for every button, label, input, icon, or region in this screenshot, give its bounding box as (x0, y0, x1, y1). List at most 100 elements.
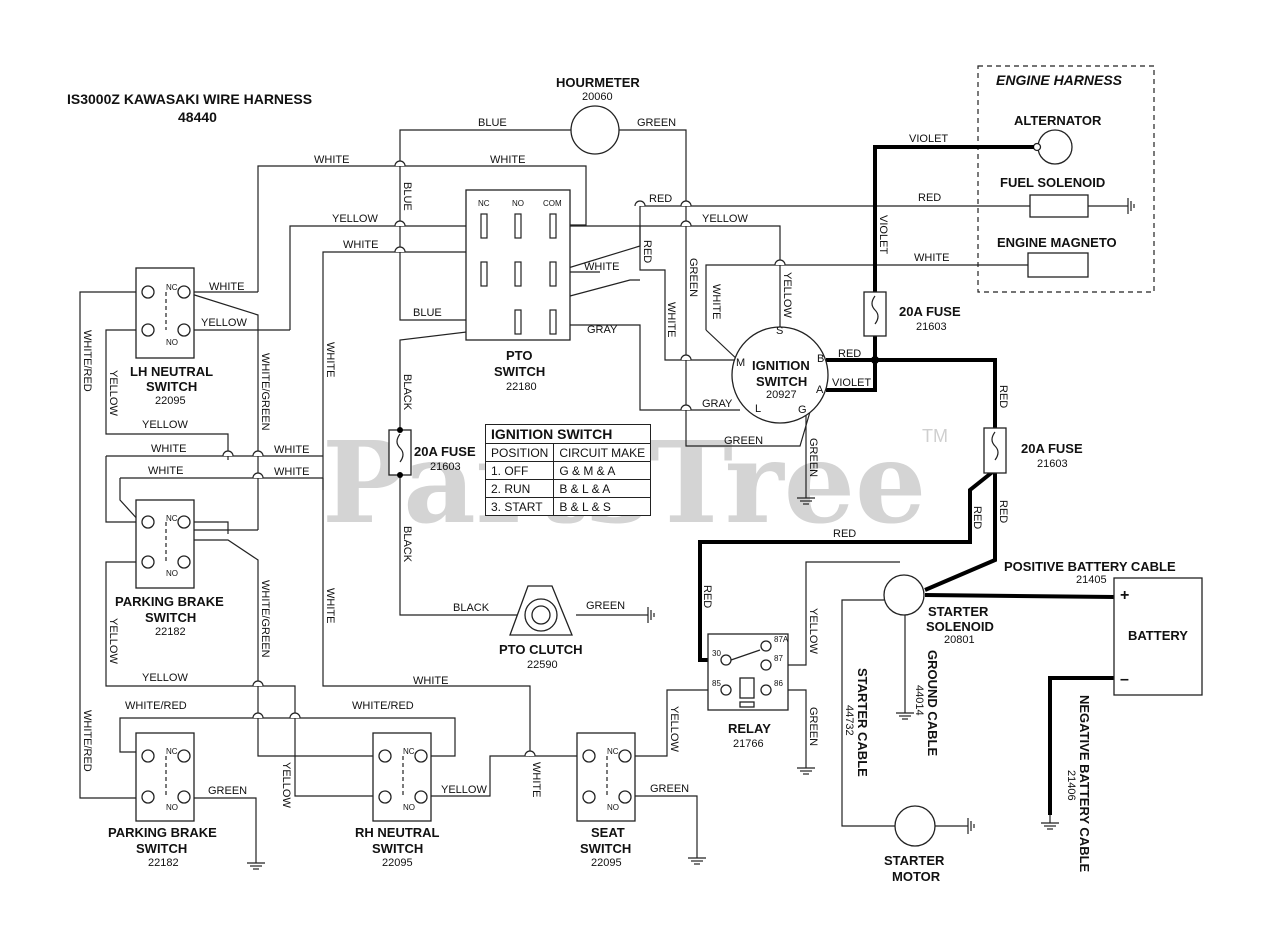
svg-text:WHITE: WHITE (209, 281, 244, 293)
parking-brake-lower-part: 22182 (148, 857, 179, 869)
watermark-tm: TM (922, 426, 948, 446)
ignition-table-header-circuit: CIRCUIT MAKE (553, 443, 652, 462)
alternator-terminal (1032, 142, 1042, 152)
svg-text:WHITE: WHITE (274, 444, 309, 456)
starter-motor-label-2: MOTOR (892, 869, 941, 884)
negative-cable-part: 21406 (1065, 770, 1077, 801)
ground-cable-part: 44014 (913, 685, 925, 716)
svg-text:GRAY: GRAY (587, 324, 618, 336)
engine-magneto (1027, 252, 1089, 278)
pbu-no: NO (166, 569, 178, 578)
fuse-starter (983, 427, 1007, 474)
ignition-switch-table: IGNITION SWITCH POSITION CIRCUIT MAKE 1.… (484, 424, 652, 516)
fuse-pto-label: 20A FUSE (414, 444, 476, 459)
svg-text:YELLOW: YELLOW (142, 419, 188, 431)
parking-brake-switch-lower: NC NO (135, 732, 195, 822)
ground-cable-label: GROUND CABLE (925, 650, 940, 756)
diagram-title: IS3000Z KAWASAKI WIRE HARNESS (67, 91, 312, 107)
svg-text:WHITE: WHITE (914, 252, 949, 264)
svg-text:RED: RED (918, 192, 941, 204)
svg-text:YELLOW: YELLOW (702, 213, 748, 225)
svg-text:BLACK: BLACK (401, 526, 413, 563)
parking-brake-switch-upper: NC NO (135, 499, 195, 589)
fuse-engine-part: 21603 (916, 321, 947, 333)
starter-cable-part: 44732 (843, 705, 855, 736)
pto-clutch-part: 22590 (527, 659, 558, 671)
svg-text:BLUE: BLUE (478, 117, 507, 129)
parking-brake-upper-label-1: PARKING BRAKE (115, 594, 224, 609)
starter-solenoid-label-1: STARTER (928, 604, 989, 619)
svg-text:BLACK: BLACK (401, 374, 413, 411)
svg-text:RED: RED (701, 585, 713, 608)
wire-labels-vertical: BLUE RED GREEN WHITE WHITE YELLOW VIOLET… (81, 182, 1009, 808)
svg-text:WHITE/GREEN: WHITE/GREEN (259, 580, 271, 658)
svg-text:RED: RED (997, 385, 1009, 408)
battery (1113, 577, 1203, 696)
seat-no: NO (607, 803, 619, 812)
pto-switch-label-2: SWITCH (494, 364, 545, 379)
svg-text:YELLOW: YELLOW (807, 608, 819, 654)
fuel-solenoid (1029, 194, 1089, 218)
svg-text:WHITE/RED: WHITE/RED (352, 700, 414, 712)
svg-text:WHITE: WHITE (151, 443, 186, 455)
pto-contacts (480, 213, 557, 335)
ignition-pin-b: B (817, 353, 824, 365)
wire-labels: BLUE GREEN WHITE WHITE YELLOW WHITE RED … (125, 117, 949, 797)
lh-nc: NC (166, 283, 178, 292)
ignition-table-title: IGNITION SWITCH (484, 424, 652, 444)
svg-text:RED: RED (838, 348, 861, 360)
svg-text:WHITE: WHITE (324, 588, 336, 623)
svg-text:YELLOW: YELLOW (441, 784, 487, 796)
relay-pin-30: 30 (712, 649, 721, 658)
ignition-table-cell: B & L & A (553, 479, 652, 498)
lh-neutral-switch: NC NO (135, 267, 195, 359)
ignition-pin-a: A (816, 384, 824, 396)
wire-crossovers (222, 160, 786, 757)
ignition-pin-g: G (798, 404, 807, 416)
svg-text:WHITE/GREEN: WHITE/GREEN (259, 353, 271, 431)
ignition-table-cell: 3. START (484, 497, 555, 516)
ignition-label-1: IGNITION (752, 358, 810, 373)
relay-pin-85: 85 (712, 679, 721, 688)
svg-text:VIOLET: VIOLET (877, 215, 889, 254)
pto-no-label: NO (512, 199, 524, 208)
engine-harness-title: ENGINE HARNESS (996, 72, 1123, 88)
relay-pin-87a: 87A (774, 635, 789, 644)
heavy-wires (698, 145, 1116, 815)
svg-text:WHITE: WHITE (584, 261, 619, 273)
svg-text:GREEN: GREEN (650, 783, 689, 795)
svg-text:RED: RED (649, 193, 672, 205)
hourmeter (570, 105, 620, 155)
hourmeter-part: 20060 (582, 91, 613, 103)
svg-text:GREEN: GREEN (637, 117, 676, 129)
svg-text:GRAY: GRAY (702, 398, 733, 410)
engine-magneto-label: ENGINE MAGNETO (997, 235, 1117, 250)
parking-brake-lower-label-1: PARKING BRAKE (108, 825, 217, 840)
pto-clutch-label: PTO CLUTCH (499, 642, 583, 657)
seat-switch: NC NO (576, 732, 636, 822)
fuse-pto-part: 21603 (430, 461, 461, 473)
starter-cable-label: STARTER CABLE (855, 668, 870, 777)
svg-text:WHITE: WHITE (314, 154, 349, 166)
seat-switch-label-2: SWITCH (580, 841, 631, 856)
pto-nc-label: NC (478, 199, 490, 208)
fuse-pto (388, 427, 412, 478)
svg-text:GREEN: GREEN (586, 600, 625, 612)
svg-text:WHITE: WHITE (148, 465, 183, 477)
svg-text:YELLOW: YELLOW (107, 370, 119, 416)
ignition-table-cell: G & M & A (553, 461, 652, 480)
ignition-pin-l: L (755, 403, 761, 415)
pto-switch-part: 22180 (506, 381, 537, 393)
negative-cable-label: NEGATIVE BATTERY CABLE (1077, 695, 1092, 873)
svg-text:RED: RED (997, 500, 1009, 523)
rh-no: NO (403, 803, 415, 812)
pto-switch-label-1: PTO (506, 348, 533, 363)
ignition-switch (731, 326, 829, 424)
fuse-engine-label: 20A FUSE (899, 304, 961, 319)
seat-nc: NC (607, 747, 619, 756)
pbl-no: NO (166, 803, 178, 812)
pto-clutch (509, 585, 573, 636)
pbu-nc: NC (166, 514, 178, 523)
svg-text:RED: RED (641, 240, 653, 263)
svg-text:BLUE: BLUE (413, 307, 442, 319)
